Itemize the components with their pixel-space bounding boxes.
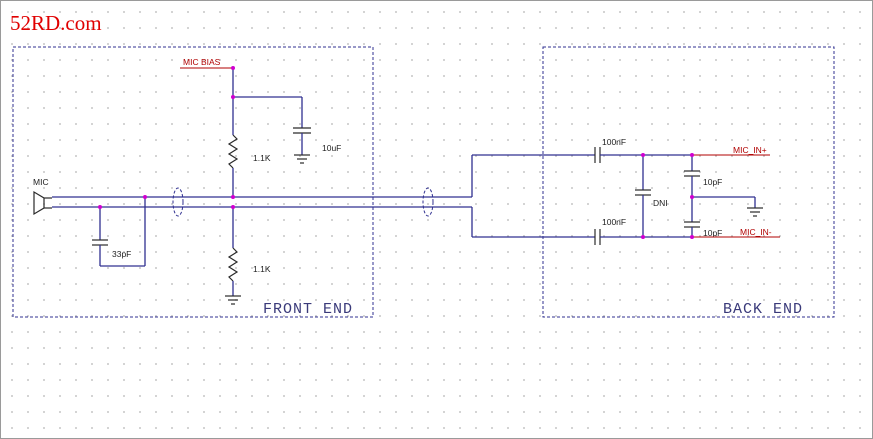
capacitor-10uf <box>233 96 311 155</box>
back-end-wires <box>471 154 595 238</box>
ground-icon <box>692 196 763 217</box>
capacitor-10uf-label: 10uF <box>322 143 341 153</box>
capacitor-dni-label: DNI <box>653 198 668 208</box>
back-end-label: BACK END <box>723 301 803 318</box>
ground-icon <box>294 154 310 164</box>
resistor-top <box>227 134 239 197</box>
cable-shield-right <box>422 187 434 217</box>
capacitor-10pf-top-label: 10pF <box>703 177 722 187</box>
mic-bias-label: MIC BIAS <box>183 57 221 67</box>
capacitor-100nf-top <box>594 147 692 163</box>
resistor-top-label: 1.1K <box>253 153 271 163</box>
mic-cable-wires <box>52 196 472 208</box>
capacitor-10pf-bottom-label: 10pF <box>703 228 722 238</box>
junction-dots <box>98 66 694 239</box>
back-end-block <box>542 46 835 318</box>
resistor-bottom-label: 1.1K <box>253 264 271 274</box>
capacitor-33pf-label: 33pF <box>112 249 131 259</box>
capacitor-10pf-bottom <box>684 197 700 237</box>
mic-in-n-label: MIC_IN- <box>740 227 772 237</box>
resistor-bottom <box>227 207 239 296</box>
capacitor-33pf <box>92 197 146 267</box>
microphone-symbol <box>33 190 52 216</box>
front-end-block <box>12 46 374 318</box>
capacitor-100nf-bottom <box>594 229 692 245</box>
cable-shield-left <box>172 187 184 217</box>
capacitor-100nf-bottom-label: 100nF <box>602 217 626 227</box>
front-end-label: FRONT END <box>263 301 353 318</box>
ground-icon <box>225 295 241 305</box>
watermark-text: 52RD.com <box>10 11 102 35</box>
capacitor-dni <box>635 155 651 237</box>
capacitor-10pf-top <box>684 155 700 197</box>
mic-in-p-label: MIC_IN+ <box>733 145 767 155</box>
mic-label: MIC <box>33 177 49 187</box>
capacitor-100nf-top-label: 100nF <box>602 137 626 147</box>
